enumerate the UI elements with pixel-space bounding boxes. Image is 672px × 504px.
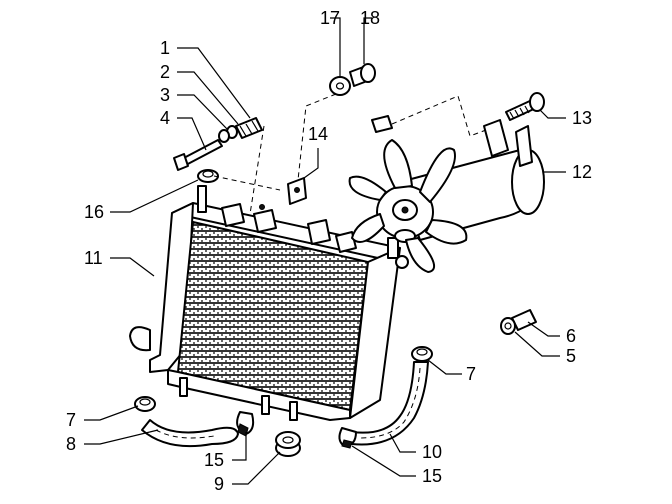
- clamp-15-right: [338, 427, 357, 449]
- leader-lines: [84, 17, 566, 485]
- callout-15-right: 15: [422, 466, 442, 486]
- callout-1: 1: [160, 38, 170, 58]
- callout-9: 9: [214, 474, 224, 494]
- callout-14: 14: [308, 124, 328, 144]
- callout-18: 18: [360, 8, 380, 28]
- callout-4: 4: [160, 108, 170, 128]
- clamp-7-left: [134, 396, 156, 412]
- callout-labels: 1 2 3 4 5 6 7 7 8 9 10 11 12 13 14 15 15…: [66, 8, 592, 494]
- callout-16: 16: [84, 202, 104, 222]
- washer-17: [329, 76, 351, 96]
- wire-clip: [371, 115, 393, 133]
- bolt-18: [349, 63, 376, 87]
- callout-8: 8: [66, 434, 76, 454]
- hose-8: [141, 419, 239, 448]
- radiator: [129, 177, 409, 421]
- callout-5: 5: [566, 346, 576, 366]
- callout-7-right: 7: [466, 364, 476, 384]
- assembly-line-13: [391, 95, 487, 137]
- callout-15-left: 15: [204, 450, 224, 470]
- callout-13: 13: [572, 108, 592, 128]
- assembly-line-17: [297, 93, 337, 181]
- drain-bolt: [500, 309, 537, 335]
- screw-13: [505, 92, 545, 121]
- grommet-16: [197, 169, 219, 183]
- callout-6: 6: [566, 326, 576, 346]
- callout-11: 11: [84, 248, 103, 268]
- callout-2: 2: [160, 62, 170, 82]
- fan-motor: [348, 119, 545, 273]
- assembly-line-16: [213, 175, 281, 191]
- callout-3: 3: [160, 85, 170, 105]
- clamp-15-left: [236, 411, 255, 437]
- callout-10: 10: [422, 442, 442, 462]
- clamp-7-right: [411, 346, 433, 362]
- sensor-assembly: [173, 117, 263, 171]
- callout-17: 17: [320, 8, 340, 28]
- cap-9: [275, 431, 301, 457]
- callout-7-left: 7: [66, 410, 76, 430]
- callout-12: 12: [572, 162, 592, 182]
- assembly-line-sensor: [249, 125, 265, 215]
